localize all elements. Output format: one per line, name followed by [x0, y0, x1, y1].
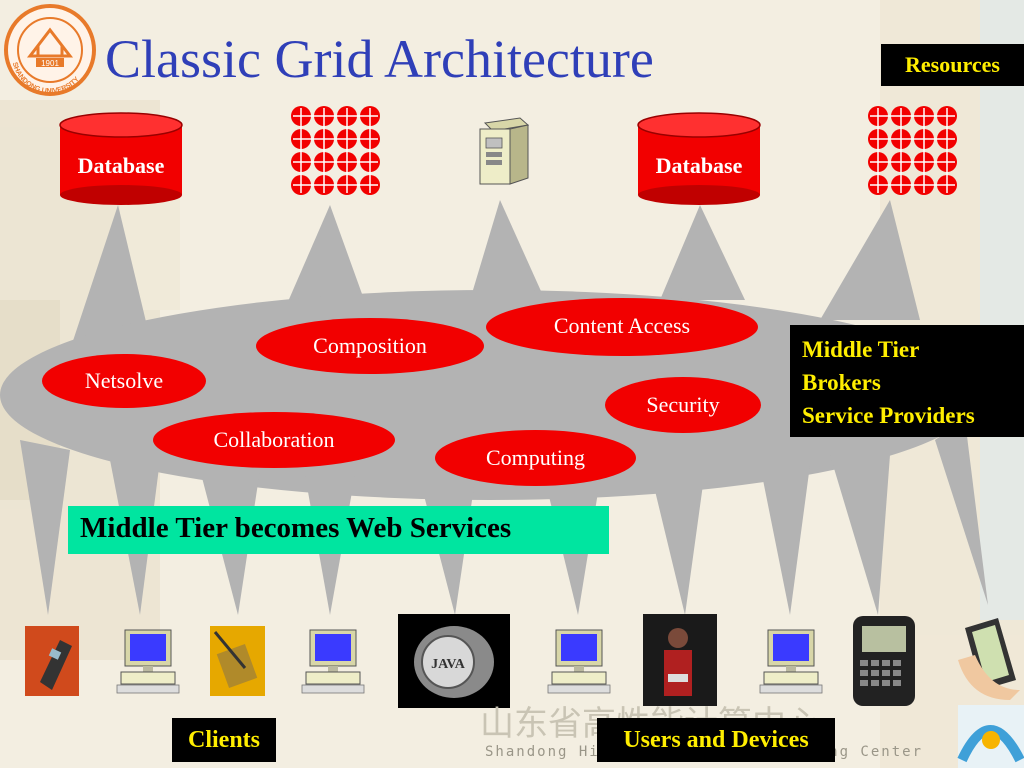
handheld-communicator-icon	[853, 616, 915, 706]
service-netsolve: Netsolve	[42, 354, 206, 408]
java-ring-text: JAVA	[431, 657, 466, 672]
tablet-in-hand-icon	[958, 618, 1020, 700]
service-content-access: Content Access	[486, 298, 758, 356]
server-tower-icon	[479, 117, 530, 185]
clients-label: Clients	[172, 718, 276, 762]
service-collaboration: Collaboration	[153, 412, 395, 468]
users-devices-label: Users and Devices	[597, 718, 835, 762]
service-composition: Composition	[256, 318, 484, 374]
database-label-2: Database	[655, 153, 743, 178]
resources-label: Resources	[881, 44, 1024, 86]
service-computing: Computing	[435, 430, 636, 486]
java-ring-icon: JAVA	[398, 614, 510, 708]
logo-year: 1901	[41, 59, 59, 68]
pda-stylus-icon	[210, 626, 265, 696]
web-services-label: Middle Tier becomes Web Services	[68, 506, 609, 554]
middle-tier-line-3: Service Providers	[802, 403, 975, 428]
database-label-1: Database	[77, 153, 165, 178]
desktop-pc-icon-3	[547, 629, 611, 694]
database-cylinder-1	[59, 112, 183, 205]
service-security: Security	[605, 377, 761, 433]
university-logo: 1901 SHANDONG UNIVERSITY	[4, 4, 96, 96]
database-cylinder-2	[637, 112, 761, 205]
wearable-computer-icon	[643, 614, 717, 706]
cluster-grid-2	[868, 106, 957, 195]
page-title: Classic Grid Architecture	[105, 29, 654, 89]
middle-tier-line-2: Brokers	[802, 370, 881, 395]
cluster-grid-1	[291, 106, 380, 195]
middle-tier-label: Middle Tier Brokers Service Providers	[790, 325, 1024, 437]
desktop-pc-icon-4	[759, 629, 823, 694]
hpc-center-logo	[957, 705, 1024, 768]
middle-tier-line-1: Middle Tier	[802, 337, 920, 362]
desktop-pc-icon-1	[116, 629, 180, 694]
mobile-phone-icon	[25, 626, 79, 696]
desktop-pc-icon-2	[301, 629, 365, 694]
